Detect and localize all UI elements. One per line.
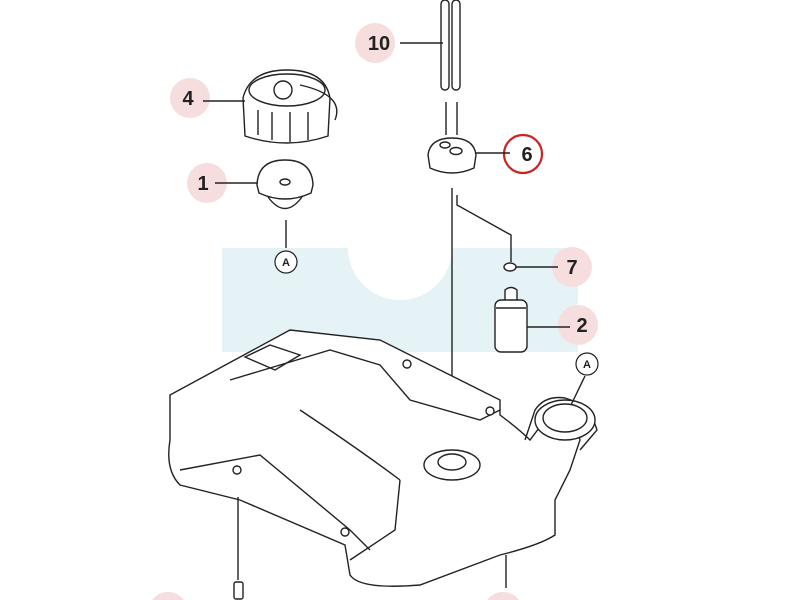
callout-2[interactable]: 2 — [527, 305, 598, 345]
callout-label: 10 — [368, 33, 390, 55]
part-o-ring[interactable] — [503, 262, 517, 272]
reference-label: A — [583, 359, 591, 371]
part-fuel-tank[interactable] — [168, 329, 598, 600]
part-vent[interactable] — [256, 159, 314, 248]
part-tank-cap[interactable] — [242, 69, 338, 144]
callout-label: 4 — [182, 88, 194, 110]
reference-a-left: A — [274, 250, 298, 274]
callout-label: 6 — [521, 144, 532, 166]
callout-10[interactable]: 10 — [355, 23, 443, 63]
callout-label: 1 — [197, 173, 208, 195]
callout-label: 2 — [576, 315, 587, 337]
callout-6[interactable]: 6 — [476, 133, 544, 175]
part-fuel-filter[interactable] — [494, 286, 528, 353]
callout-cut-off — [487, 592, 519, 600]
part-fuel-hose[interactable] — [440, 0, 461, 135]
callout-7[interactable]: 7 — [516, 247, 592, 287]
callout-4[interactable]: 4 — [170, 78, 245, 118]
callout-cut-off — [152, 592, 184, 600]
callout-1[interactable]: 1 — [187, 163, 258, 203]
reference-a-right: A — [575, 352, 599, 376]
callout-label: 7 — [566, 257, 577, 279]
reference-label: A — [282, 257, 290, 269]
